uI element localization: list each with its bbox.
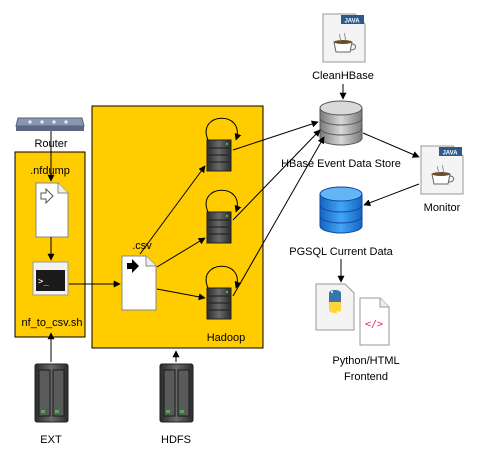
java-icon: JAVA [322,13,366,63]
server-icon [206,211,232,244]
svg-text:JAVA: JAVA [344,19,360,25]
hbase-to-monitor [362,132,420,158]
svg-text:</>: </> [365,319,383,330]
server1-to-hbase [232,120,319,151]
router-icon [15,117,85,131]
html-icon: </> [359,297,390,346]
nf-to-csv-label: nf_to_csv.sh [22,317,83,329]
svg-text:>_: >_ [38,277,49,287]
database-icon [319,186,363,234]
connections [47,84,420,362]
server-icon [159,363,194,423]
csv-label: .csv [132,240,152,252]
pgsql-label: PGSQL Current Data [289,246,393,258]
java-icon: JAVA [420,145,464,195]
hdfs-label: HDFS [161,434,191,446]
clean-hbase-label: CleanHBase [312,70,374,82]
hadoop-container [91,105,264,349]
ingest-container [14,151,86,338]
file-icon [35,182,69,238]
svg-text:JAVA: JAVA [442,151,458,157]
monitor-label: Monitor [424,202,461,214]
database-icon [319,100,363,146]
csv-to-server2 [156,237,206,268]
server2-to-hbase [232,129,321,221]
server-icon [34,363,69,423]
csv-to-server3 [156,288,206,301]
frontend-label-line1: Python/HTML [332,355,399,367]
hadoop-label: Hadoop [207,332,246,344]
self-loop-arrows [205,117,242,289]
monitor-to-pgsql [363,183,420,207]
python-icon [315,283,355,331]
file-icon [121,255,157,311]
script-icon: >_ [32,261,69,296]
server-icon [206,287,232,320]
hbase-store-label: HBase Event Data Store [281,158,401,170]
frontend-label-line2: Frontend [344,371,388,383]
server3-to-hbase [232,136,325,297]
csv-to-server1 [139,165,206,255]
nfdump-label: .nfdump [30,165,70,177]
ext-label: EXT [40,434,62,446]
server-icon [206,139,232,172]
